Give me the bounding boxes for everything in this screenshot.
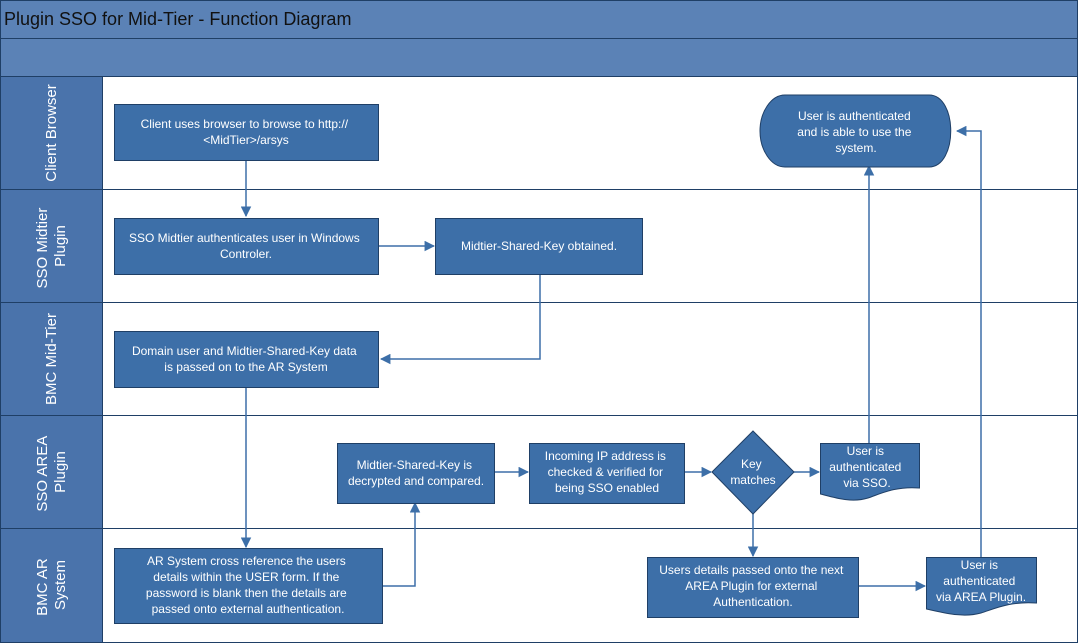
node-key-matches: Key matches: [711, 430, 795, 515]
node-ip-checked: Incoming IP address is checked & verifie…: [529, 443, 685, 504]
node-key-decrypted: Midtier-Shared-Key is decrypted and comp…: [337, 443, 495, 504]
node-ar-cross-ref: AR System cross reference the users deta…: [114, 548, 383, 624]
node-client-browse: Client uses browser to browse to http://…: [114, 104, 379, 161]
node-sso-auth-windows: SSO Midtier authenticates user in Window…: [114, 218, 379, 275]
svg-text:Client uses browser to browse: Client uses browser to browse to http://…: [141, 117, 352, 147]
header-band: [0, 38, 1078, 77]
lane-sso-area-plugin: SSO AREA Plugin: [0, 415, 103, 529]
lane-label-bmc-mid-tier: BMC Mid-Tier: [43, 313, 60, 405]
lane-client-browser: Client Browser: [0, 76, 103, 190]
connectors: [240, 125, 982, 592]
node-key-obtained: Midtier-Shared-Key obtained.: [435, 218, 643, 275]
node-auth-via-sso: User is authenticated via SSO.: [820, 443, 920, 501]
svg-text:Midtier-Shared-Key obtained.: Midtier-Shared-Key obtained.: [461, 239, 617, 253]
node-next-area-plugin: Users details passed onto the next AREA …: [647, 557, 859, 618]
lane-bmc-ar-system: BMC AR System: [0, 528, 103, 643]
svg-text:User is authenticated an: User is authenticated and is able to use…: [797, 109, 914, 155]
node-auth-via-area: User is authenticated via AREA Plugin.: [926, 557, 1037, 616]
svg-text:Incoming IP address is c: Incoming IP address is checked & verifie…: [545, 449, 670, 495]
diagram-title: Plugin SSO for Mid-Tier - Function Diagr…: [4, 9, 351, 29]
node-domain-user-passed: Domain user and Midtier-Shared-Key data …: [114, 331, 379, 388]
svg-text:User is authenticated: User is authenticated via AREA Plugin.: [936, 558, 1026, 604]
lane-label-sso-midtier-plugin: SSO Midtier Plugin: [34, 203, 69, 288]
lane-label-sso-area-plugin: SSO AREA Plugin: [34, 432, 69, 511]
svg-text:Users details passed onto the: Users details passed onto the next AREA …: [659, 563, 846, 609]
lane-sso-midtier-plugin: SSO Midtier Plugin: [0, 189, 103, 303]
svg-text:User is authenticated: User is authenticated via SSO.: [829, 444, 904, 490]
edge-key-obtained-to-domain-user: [379, 274, 541, 365]
title-bar: [0, 0, 1078, 39]
lane-label-bmc-ar-system: BMC AR System: [34, 554, 69, 616]
edge-auth-area-to-user-auth: [955, 125, 982, 558]
svg-text:Midtier-Shared-Key is de: Midtier-Shared-Key is decrypted and comp…: [348, 458, 484, 488]
node-user-authenticated-final: User is authenticated and is able to use…: [759, 94, 952, 168]
svg-text:SSO Midtier authenticates user: SSO Midtier authenticates user in Window…: [129, 231, 363, 261]
svg-text:Key matches: Key matches: [730, 457, 775, 487]
lane-label-client-browser: Client Browser: [43, 84, 60, 182]
svg-text:Domain user and Midtier-Shared: Domain user and Midtier-Shared-Key data …: [132, 344, 360, 374]
edge-ar-cross-ref-to-key-decrypted: [383, 501, 421, 587]
svg-text:AR System cross reference the: AR System cross reference the users deta…: [146, 554, 350, 616]
lane-bmc-mid-tier: BMC Mid-Tier: [0, 302, 103, 416]
